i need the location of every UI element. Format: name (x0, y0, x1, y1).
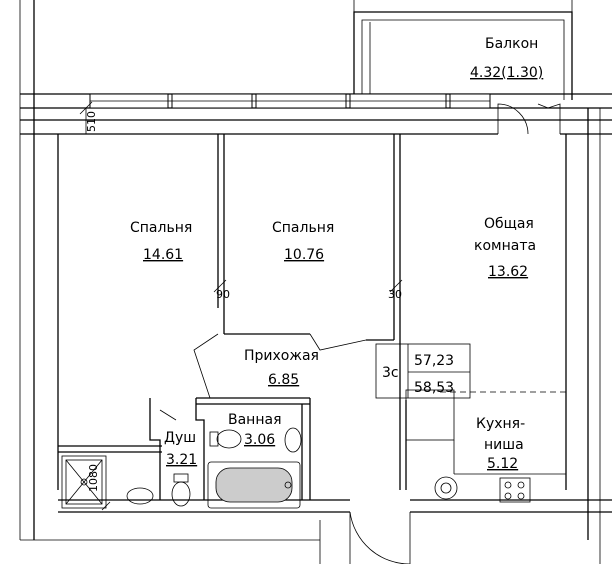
shower-area: 3.21 (166, 452, 197, 468)
balcony-outline (353, 0, 573, 100)
balcony-door-frame (537, 103, 561, 134)
top-wall (20, 93, 612, 135)
balcony-area: 4.32(1.30) (470, 65, 543, 81)
dim-wall: 510 (85, 111, 98, 132)
dim-shower: 1080 (87, 464, 100, 492)
dim-door1: 90 (216, 288, 230, 301)
common-name-2: комната (474, 238, 536, 254)
hallway-area: 6.85 (268, 372, 299, 388)
apartment-type: 3с (382, 365, 399, 381)
toilet-shower (171, 473, 191, 507)
bottom-wall (58, 499, 612, 564)
bedroom-door-left (193, 333, 219, 399)
shower-name: Душ (164, 430, 196, 446)
balcony-name: Балкон (485, 36, 538, 52)
sink-bath (284, 427, 302, 453)
left-wall (19, 0, 59, 541)
kitchen-name-1: Кухня- (476, 416, 525, 432)
hallway-name: Прихожая (244, 348, 319, 364)
common-name-1: Общая (484, 216, 534, 232)
bedroom1-area: 14.61 (143, 247, 183, 263)
kitchen-area: 5.12 (487, 456, 518, 472)
toilet-bath (209, 429, 242, 449)
bedroom2-area: 10.76 (284, 247, 324, 263)
sink-shower (126, 487, 154, 505)
common-area: 13.62 (488, 264, 528, 280)
balcony-door (497, 103, 529, 135)
apartment-total-area: 58,53 (414, 380, 454, 396)
bathroom-area: 3.06 (244, 432, 275, 448)
right-wall (565, 108, 601, 564)
partitions (217, 134, 401, 341)
kitchen-niche (399, 340, 566, 503)
kitchen-name-2: ниша (484, 437, 524, 453)
bathtub (207, 461, 301, 509)
bedroom-door-right (309, 333, 367, 351)
apartment-label-box (375, 343, 471, 399)
wet-zone (58, 397, 311, 500)
apartment-living-area: 57,23 (414, 353, 454, 369)
bathroom-name: Ванная (228, 412, 282, 428)
shower-tray (61, 455, 107, 509)
dim-door2: 30 (388, 288, 402, 301)
bedroom2-name: Спальня (272, 220, 334, 236)
dimension-marks (79, 101, 403, 511)
bedroom1-name: Спальня (130, 220, 192, 236)
